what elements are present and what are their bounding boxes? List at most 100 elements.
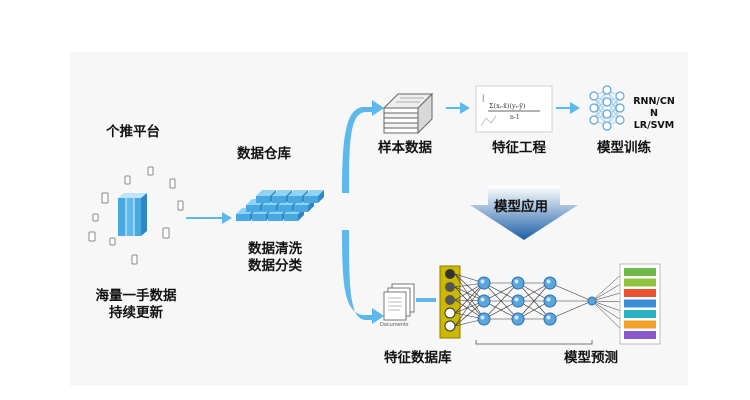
hidden-node-highlight [514,315,519,320]
network-node [589,115,599,125]
hidden-node-highlight [514,279,519,284]
input-node [445,269,455,279]
hidden-node [477,276,491,290]
cleaning-line1: 数据清洗 [248,241,302,257]
network-edge [483,282,519,320]
cube-front [268,214,282,221]
input-node [445,282,455,292]
arrow-to-sample-data [342,100,384,193]
input-node [445,295,455,305]
output-class-bar [624,299,656,308]
output-class-bar [624,268,656,276]
documents-caption: Documents [380,322,409,328]
network-edge [591,291,625,302]
prediction-network [454,271,625,333]
output-class-bar [624,310,656,318]
sample-data-stack-icon [382,92,434,135]
network-edge [454,273,485,302]
cube-top [272,190,292,196]
feature-database-label: 特征数据库 [384,350,452,366]
cube-front [272,196,286,203]
network-edge [454,273,485,320]
hidden-node [543,276,557,290]
warehouse-label: 数据仓库 [237,146,291,162]
model-application-label: 模型应用 [494,199,548,215]
network-node [615,103,625,113]
network-edge [591,300,625,303]
feature-engineering-label: 特征工程 [492,140,546,156]
cube-front [284,214,298,221]
phone-icon [109,237,116,246]
phone-icon [101,192,109,204]
phone-icon [169,178,176,189]
model-training-label: 模型训练 [597,140,651,156]
hidden-node-highlight [480,297,485,302]
cleaning-label: 数据清洗 数据分类 [248,241,302,275]
hidden-node-highlight [546,279,551,284]
output-class-bar [624,331,656,339]
svg-text:n-1: n-1 [510,114,520,121]
cube-front [246,205,260,212]
mass-data-label: 海量一手数据 持续更新 [86,288,186,322]
network-edge [454,282,485,327]
model-types-line1: RNN/CN [633,96,675,107]
model-types-label: RNN/CN N LR/SVM [628,96,680,132]
hidden-node-highlight [546,297,551,302]
network-node [602,109,612,119]
network-edge [606,95,621,127]
feature-input-column [439,265,461,339]
hidden-node-highlight [514,297,519,302]
input-node [444,307,456,319]
platform-label: 个推平台 [106,124,160,140]
network-edge [591,300,625,313]
data-warehouse-icon [236,190,324,221]
hidden-node [511,312,525,326]
cube-top [304,190,324,196]
phone-icon [147,166,154,176]
network-edge [549,282,593,302]
network-node [602,121,612,131]
cleaning-line2: 数据分类 [248,258,302,274]
cube-front [252,214,266,221]
phone-icon [177,200,184,211]
hidden-node-highlight [480,279,485,284]
cube-front [304,196,318,203]
svg-text:|: | [482,94,484,102]
cube-top [288,190,308,196]
phone-icon [131,254,138,265]
cube-front [278,205,292,212]
phone-icon [92,213,99,222]
network-node [615,91,625,101]
mass-data-line1: 海量一手数据 [95,288,177,304]
output-class-bar [624,278,656,287]
output-class-bar [624,320,656,329]
hidden-node-highlight [546,315,551,320]
cube-front [288,196,302,203]
server-stack-icon [118,193,147,236]
cube-top [256,190,276,196]
network-edge [591,300,625,323]
cube-front [294,205,308,212]
output-node [587,296,597,306]
network-node [602,85,612,95]
arrow-to-feature-engineering [446,102,470,114]
model-types-line2: N [650,108,658,119]
hidden-node-highlight [480,315,485,320]
network-node [589,103,599,113]
arrow-to-feature-column [416,298,436,302]
network-edge [517,282,551,320]
network-edge [593,89,608,121]
output-classes-panel [619,263,661,345]
phone-icon [162,227,170,239]
arrow-to-warehouse [186,212,232,224]
phone-icon [124,175,131,185]
hidden-node [511,276,525,290]
svg-text:Σ(xᵢ-x̄)(yᵢ-ȳ): Σ(xᵢ-x̄)(yᵢ-ȳ) [489,102,526,110]
network-edge [549,300,593,320]
neural-network-icon [589,85,625,131]
input-node [444,320,456,332]
output-class-bar [624,289,656,297]
phone-icons [88,166,184,265]
cube-side [318,190,324,203]
